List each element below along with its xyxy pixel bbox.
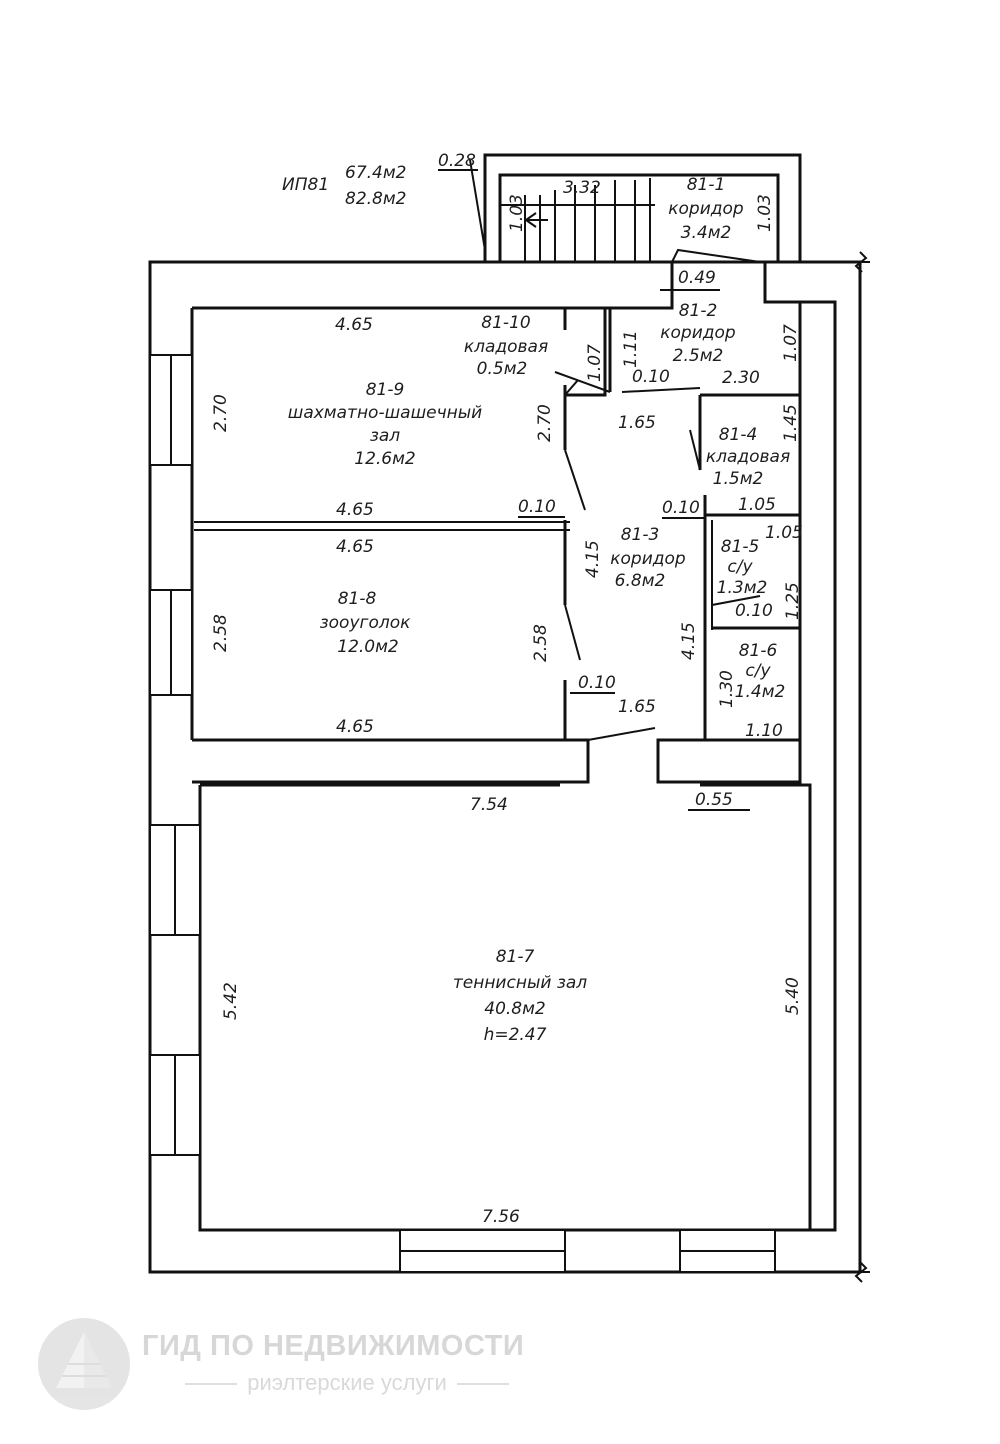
room-81-8-area: 12.0м2 [337,637,399,657]
dim-label: 1.65 [618,697,656,717]
dim-label: 3.32 [563,178,601,198]
dim-label: 4.65 [335,315,373,335]
dim-label: 4.15 [679,622,699,660]
dim-label: 0.10 [735,601,773,621]
room-81-4-name: кладовая [706,447,790,467]
room-81-7-name: теннисный зал [453,973,587,993]
dim-label: 0.28 [438,151,476,171]
room-81-9-name: шахматно-шашечный [288,403,482,423]
dim-label: 1.45 [781,404,801,442]
room-81-6-id: 81-6 [739,641,778,661]
room-81-1-name: коридор [668,199,744,219]
room-81-9-area: 12.6м2 [354,449,416,469]
room-81-5-area: 1.3м2 [717,578,768,598]
watermark-subtitle: риэлтерские услуги [142,1370,552,1396]
plan-header: ИП81 67.4м2 82.8м2 [282,163,407,209]
room-81-1-id: 81-1 [687,175,726,195]
dim-label: 4.65 [336,717,374,737]
room-81-7-id: 81-7 [496,947,535,967]
room-81-2-id: 81-2 [679,301,718,321]
dim-label: 2.70 [211,394,231,432]
dim-label: 4.65 [336,500,374,520]
dim-label: 2.30 [722,368,760,388]
dim-label: 1.25 [783,582,803,620]
dim-label: 1.30 [717,670,737,708]
dim-label: 1.03 [507,194,527,232]
room-81-3-area: 6.8м2 [615,571,666,591]
room-81-8-id: 81-8 [338,589,377,609]
dim-label: 0.10 [632,367,670,387]
room-81-10-name: кладовая [464,337,548,357]
room-81-5-id: 81-5 [721,537,760,557]
dim-label: 2.58 [211,614,231,652]
room-81-3-id: 81-3 [621,525,660,545]
dim-label: 0.55 [695,790,733,810]
pyramid-icon [56,1332,112,1388]
room-81-1-area: 3.4м2 [681,223,732,243]
room-81-10-id: 81-10 [481,313,530,333]
room-81-9-name2: зал [370,426,400,446]
dim-label: 0.10 [578,673,616,693]
room-81-9-id: 81-9 [366,380,405,400]
dim-label: 0.10 [662,498,700,518]
dim-label: 1.65 [618,413,656,433]
dim-label: 1.10 [745,721,783,741]
dim-label: 7.54 [470,795,508,815]
dim-label: 0.49 [678,268,716,288]
room-81-6-area: 1.4м2 [735,682,786,702]
room-81-4-area: 1.5м2 [713,469,764,489]
dim-label: 4.15 [583,540,603,578]
windows [149,354,776,1273]
dim-label: 1.05 [765,523,803,543]
room-labels: 81-1 коридор 3.4м2 81-2 коридор 2.5м2 81… [288,175,790,1045]
room-81-7-area: 40.8м2 [484,999,546,1019]
room-81-2-area: 2.5м2 [673,346,724,366]
room-81-2-name: коридор [660,323,736,343]
dim-label: 1.07 [585,344,605,382]
room-81-4-id: 81-4 [719,425,758,445]
dim-label: 5.40 [783,977,803,1015]
pyramid-logo-icon [38,1318,130,1410]
dim-label: 0.10 [518,497,556,517]
dim-label: 2.70 [535,404,555,442]
dim-label: 7.56 [482,1207,520,1227]
dim-label: 4.65 [336,537,374,557]
dim-label: 1.03 [755,194,775,232]
dim-label: 5.42 [221,982,241,1020]
dim-label: 1.11 [621,330,641,368]
area-main: 67.4м2 [345,163,407,183]
dimensions: 0.28 1.03 3.32 1.03 0.49 4.65 2.70 2.70 … [211,151,803,1227]
area-total: 82.8м2 [345,189,407,209]
plan-code: ИП81 [282,175,329,195]
room-81-5-name: с/у [727,557,753,577]
dim-label: 2.58 [531,624,551,662]
watermark: ГИД ПО НЕДВИЖИМОСТИ риэлтерские услуги [38,1318,558,1410]
dim-label: 1.07 [781,324,801,362]
watermark-subtitle-text: риэлтерские услуги [247,1370,447,1395]
room-81-6-name: с/у [745,661,771,681]
room-81-10-area: 0.5м2 [477,359,528,379]
room-81-8-name: зооуголок [320,613,412,633]
room-81-7-height: h=2.47 [484,1025,547,1045]
watermark-title: ГИД ПО НЕДВИЖИМОСТИ [142,1330,525,1362]
room-81-3-name: коридор [610,549,686,569]
dim-label: 1.05 [738,495,776,515]
